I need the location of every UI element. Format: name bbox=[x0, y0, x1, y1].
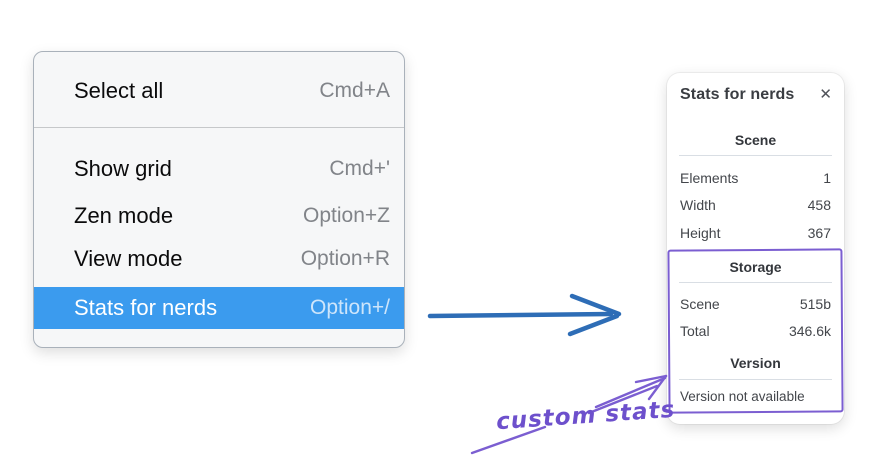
stat-row-storage-total: Total 346.6k bbox=[680, 321, 831, 341]
stat-label: Elements bbox=[680, 170, 739, 186]
menu-item-label: Show grid bbox=[74, 156, 172, 181]
menu-divider bbox=[34, 127, 404, 128]
stat-label: Scene bbox=[680, 296, 720, 312]
context-menu: Select all Cmd+A Show grid Cmd+' Zen mod… bbox=[33, 51, 405, 348]
stat-row-storage-scene: Scene 515b bbox=[680, 294, 831, 314]
close-icon[interactable]: ✕ bbox=[819, 85, 832, 103]
menu-item-shortcut: Option+Z bbox=[303, 204, 390, 227]
menu-item-shortcut: Option+R bbox=[300, 247, 390, 270]
menu-item-show-grid[interactable]: Show grid Cmd+' bbox=[34, 148, 404, 190]
stat-label: Height bbox=[680, 225, 721, 241]
menu-item-view-mode[interactable]: View mode Option+R bbox=[34, 238, 404, 280]
panel-title: Stats for nerds bbox=[680, 85, 795, 103]
section-divider bbox=[679, 379, 832, 380]
stat-row-elements: Elements 1 bbox=[680, 168, 831, 188]
annotation-highlight-box bbox=[667, 248, 844, 414]
flow-arrow-icon bbox=[427, 293, 622, 337]
section-heading-version: Version bbox=[730, 355, 781, 371]
stat-label: Total bbox=[680, 323, 710, 339]
section-divider bbox=[679, 155, 832, 156]
menu-item-stats-for-nerds[interactable]: Stats for nerds Option+/ bbox=[34, 287, 404, 329]
menu-item-zen-mode[interactable]: Zen mode Option+Z bbox=[34, 195, 404, 237]
menu-item-shortcut: Cmd+A bbox=[319, 79, 390, 102]
stat-row-height: Height 367 bbox=[680, 223, 831, 243]
stats-for-nerds-panel: Stats for nerds ✕ Scene Elements 1 Width… bbox=[667, 73, 844, 424]
stat-row-width: Width 458 bbox=[680, 195, 831, 215]
stat-value: 1 bbox=[823, 170, 831, 186]
version-note: Version not available bbox=[680, 389, 805, 404]
menu-item-select-all[interactable]: Select all Cmd+A bbox=[34, 70, 404, 112]
panel-header: Stats for nerds ✕ bbox=[680, 85, 834, 104]
section-heading-storage: Storage bbox=[729, 259, 782, 275]
menu-item-shortcut: Cmd+' bbox=[329, 157, 390, 180]
menu-item-label: Select all bbox=[74, 78, 164, 103]
menu-item-label: Zen mode bbox=[74, 203, 174, 228]
section-divider bbox=[679, 282, 832, 283]
stat-label: Width bbox=[680, 197, 716, 213]
section-heading-scene: Scene bbox=[734, 132, 777, 148]
stat-value: 346.6k bbox=[788, 323, 831, 339]
stat-value: 367 bbox=[807, 225, 831, 241]
menu-item-label: Stats for nerds bbox=[74, 295, 218, 320]
stat-value: 515b bbox=[799, 296, 831, 312]
menu-item-shortcut: Option+/ bbox=[310, 296, 390, 319]
annotation-text: custom stats bbox=[495, 396, 677, 436]
menu-item-label: View mode bbox=[74, 246, 183, 271]
stat-value: 458 bbox=[807, 197, 831, 213]
